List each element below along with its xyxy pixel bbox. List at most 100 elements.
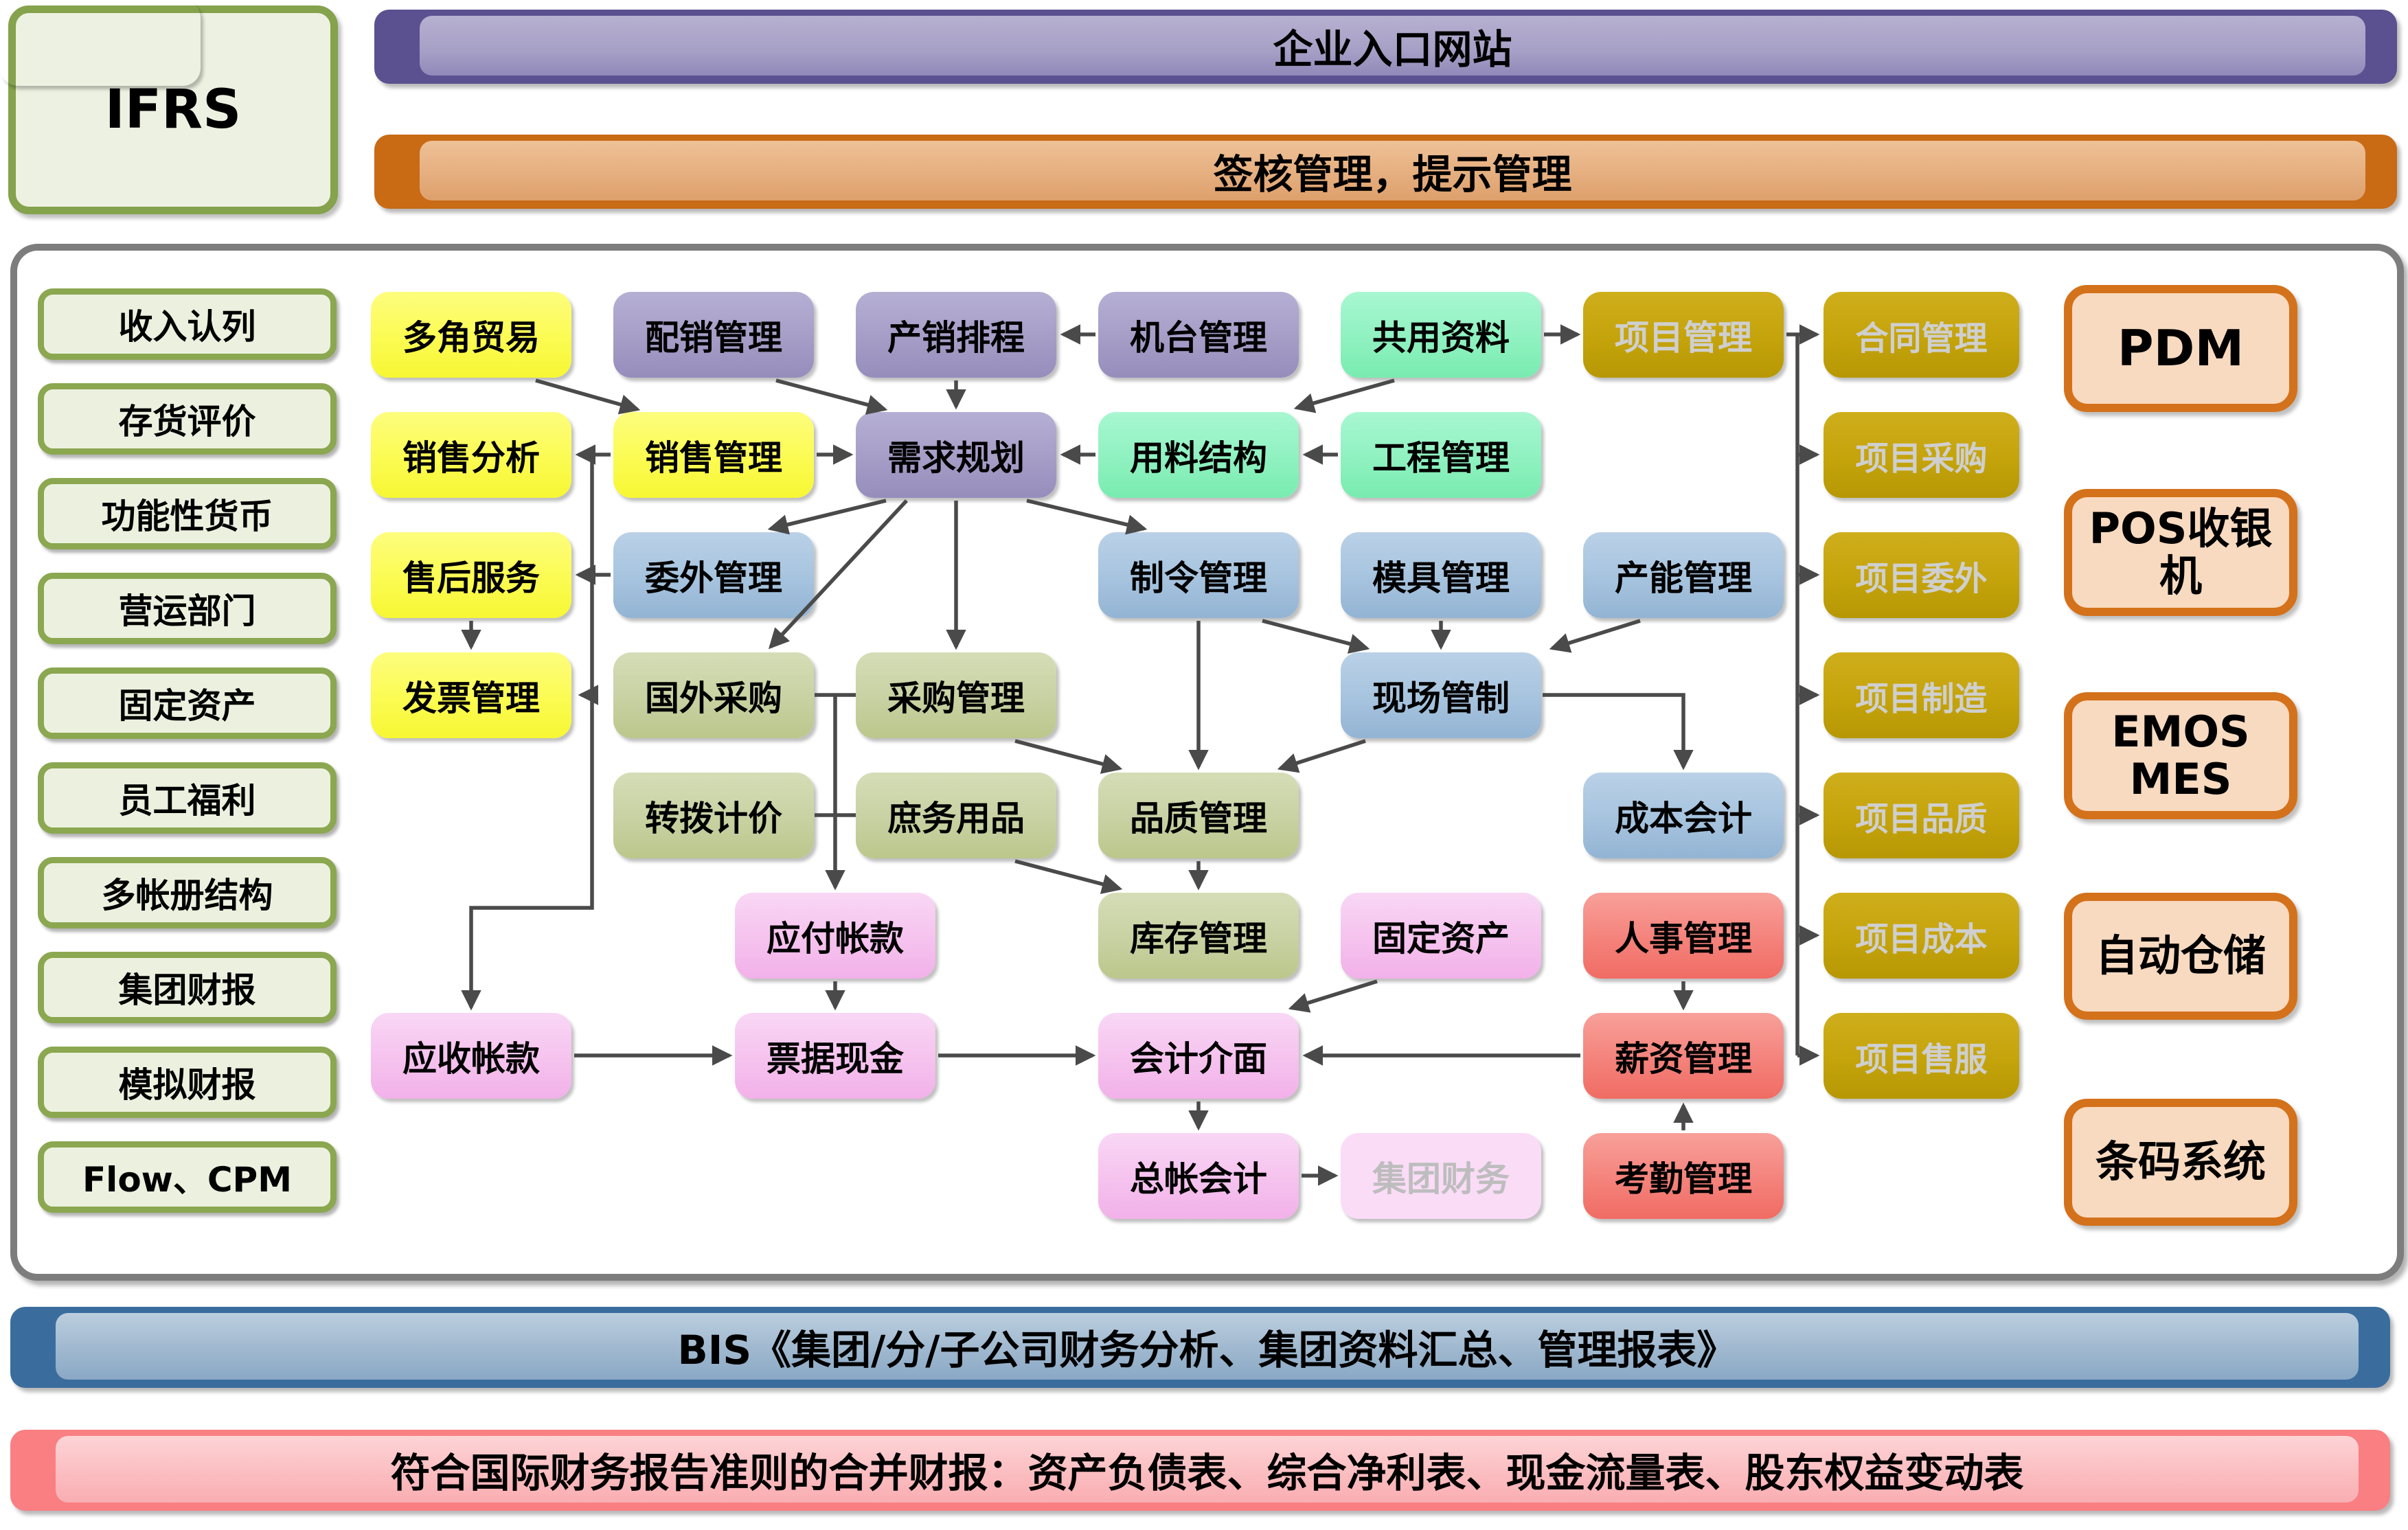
flow-box-label: 考勤管理 bbox=[1615, 1158, 1752, 1199]
ifrs-module-box: IFRS bbox=[8, 5, 338, 214]
left-item-inventory-valuation: 存货评价 bbox=[38, 383, 337, 455]
flow-box-label: 销售管理 bbox=[645, 437, 782, 478]
flow-box-label: 制令管理 bbox=[1130, 558, 1267, 598]
flow-box-label: 品质管理 bbox=[1130, 798, 1267, 838]
flow-box-label: 多角贸易 bbox=[402, 317, 540, 358]
flow-box-label: 库存管理 bbox=[1130, 918, 1267, 959]
flow-box-payroll-management: 薪资管理 bbox=[1583, 1013, 1784, 1099]
flow-box-label: 会计介面 bbox=[1130, 1038, 1267, 1079]
flow-box-bom-structure: 用料结构 bbox=[1098, 412, 1299, 498]
left-item-group-financial-report: 集团财报 bbox=[38, 952, 337, 1023]
banner-bis: BIS《集团/分/子公司财务分析、集团资料汇总、管理报表》 bbox=[10, 1307, 2390, 1388]
flow-box-demand-planning: 需求规划 bbox=[856, 412, 1056, 498]
flow-box-fixed-assets: 固定资产 bbox=[1341, 893, 1541, 979]
flow-box-transfer-pricing: 转拨计价 bbox=[613, 773, 814, 858]
flow-box-label: 成本会计 bbox=[1615, 798, 1752, 838]
left-item-fixed-assets: 固定资产 bbox=[38, 667, 337, 739]
flow-box-shop-floor-control: 现场管制 bbox=[1341, 652, 1541, 738]
left-item-operating-departments: 营运部门 bbox=[38, 573, 337, 644]
flow-box-mold-management: 模具管理 bbox=[1341, 532, 1541, 618]
flow-box-label: 采购管理 bbox=[887, 678, 1025, 718]
flow-box-label: 委外管理 bbox=[645, 558, 782, 598]
flow-box-label: 人事管理 bbox=[1615, 918, 1752, 959]
left-item-label: 多帐册结构 bbox=[101, 876, 273, 915]
flow-box-label: 集团财务 bbox=[1372, 1158, 1510, 1199]
flow-box-label: 应收帐款 bbox=[402, 1038, 540, 1079]
external-system-automated-warehouse: 自动仓储 bbox=[2064, 893, 2297, 1020]
flow-box-general-affairs-supplies: 庶务用品 bbox=[856, 773, 1056, 858]
flow-box-label: 发票管理 bbox=[402, 678, 540, 718]
flow-box-group-finance: 集团财务 bbox=[1341, 1133, 1541, 1219]
flow-box-attendance-management: 考勤管理 bbox=[1583, 1133, 1784, 1219]
ifrs-label: IFRS bbox=[104, 79, 242, 141]
flow-box-label: 销售分析 bbox=[402, 437, 540, 478]
flow-box-foreign-purchasing: 国外采购 bbox=[613, 652, 814, 738]
left-item-label: 员工福利 bbox=[118, 781, 256, 821]
flow-box-engineering-management: 工程管理 bbox=[1341, 412, 1541, 498]
flow-box-outsourcing-management: 委外管理 bbox=[613, 532, 814, 618]
flow-box-production-sales-scheduling: 产销排程 bbox=[856, 292, 1056, 378]
flow-box-label: 总帐会计 bbox=[1130, 1158, 1267, 1199]
flow-box-general-ledger: 总帐会计 bbox=[1098, 1133, 1299, 1219]
left-item-label: 营运部门 bbox=[118, 591, 256, 631]
flow-box-label: 共用资料 bbox=[1372, 317, 1510, 358]
flow-box-label: 产销排程 bbox=[887, 317, 1025, 358]
left-item-multi-ledger: 多帐册结构 bbox=[38, 857, 337, 928]
external-system-barcode: 条码系统 bbox=[2064, 1099, 2297, 1226]
flow-box-invoice-management: 发票管理 bbox=[371, 652, 571, 738]
external-system-label: EMOS MES bbox=[2111, 707, 2250, 804]
external-system-emos-mes: EMOS MES bbox=[2064, 692, 2297, 819]
flow-box-label: 票据现金 bbox=[766, 1038, 904, 1079]
flow-box-quality-management: 品质管理 bbox=[1098, 773, 1299, 858]
flow-box-accounts-receivable: 应收帐款 bbox=[371, 1013, 571, 1099]
project-item-label: 项目售服 bbox=[1855, 1040, 1988, 1079]
project-item-project-quality: 项目品质 bbox=[1824, 773, 2019, 858]
project-item-project-purchasing: 项目采购 bbox=[1824, 412, 2019, 498]
flow-box-accounts-payable: 应付帐款 bbox=[735, 893, 935, 979]
banner-ifrs-consolidated-report-label: 符合国际财务报告准则的合并财报：资产负债表、综合净利表、现金流量表、股东权益变动… bbox=[56, 1436, 2359, 1503]
left-item-label: 集团财报 bbox=[118, 970, 256, 1010]
flow-box-label: 产能管理 bbox=[1615, 558, 1752, 598]
left-item-simulated-financial-report: 模拟财报 bbox=[38, 1047, 337, 1118]
left-item-functional-currency: 功能性货币 bbox=[38, 478, 337, 549]
flow-box-sales-analysis: 销售分析 bbox=[371, 412, 571, 498]
project-item-project-cost: 项目成本 bbox=[1824, 893, 2019, 979]
project-item-label: 项目成本 bbox=[1855, 920, 1988, 959]
flow-box-label: 转拨计价 bbox=[645, 798, 782, 838]
flow-box-cost-accounting: 成本会计 bbox=[1583, 773, 1784, 858]
flow-box-inventory-management: 库存管理 bbox=[1098, 893, 1299, 979]
external-system-label: 自动仓储 bbox=[2095, 930, 2266, 981]
left-item-label: Flow、CPM bbox=[82, 1160, 292, 1200]
banner-ifrs-consolidated-report: 符合国际财务报告准则的合并财报：资产负债表、综合净利表、现金流量表、股东权益变动… bbox=[10, 1430, 2390, 1511]
flow-box-label: 配销管理 bbox=[645, 317, 782, 358]
flow-box-hr-management: 人事管理 bbox=[1583, 893, 1784, 979]
flow-box-label: 项目管理 bbox=[1615, 317, 1752, 358]
project-item-label: 项目采购 bbox=[1855, 439, 1988, 478]
flow-box-after-sales-service: 售后服务 bbox=[371, 532, 571, 618]
main-modules-panel bbox=[10, 244, 2404, 1281]
banner-approval-management-label: 签核管理，提示管理 bbox=[420, 141, 2365, 201]
flow-box-multi-trade: 多角贸易 bbox=[371, 292, 571, 378]
flow-box-work-order-management: 制令管理 bbox=[1098, 532, 1299, 618]
left-item-flow-cpm: Flow、CPM bbox=[38, 1141, 337, 1213]
left-item-label: 存货评价 bbox=[118, 402, 256, 442]
flow-box-label: 薪资管理 bbox=[1615, 1038, 1752, 1079]
flow-box-sales-management: 销售管理 bbox=[613, 412, 814, 498]
flow-box-capacity-management: 产能管理 bbox=[1583, 532, 1784, 618]
left-item-label: 模拟财报 bbox=[118, 1065, 256, 1105]
project-item-label: 合同管理 bbox=[1855, 319, 1988, 358]
external-system-label: PDM bbox=[2117, 319, 2245, 377]
project-item-project-after-service: 项目售服 bbox=[1824, 1013, 2019, 1099]
banner-enterprise-portal: 企业入口网站 bbox=[374, 10, 2397, 84]
flow-box-label: 工程管理 bbox=[1372, 437, 1510, 478]
flow-box-label: 固定资产 bbox=[1372, 918, 1510, 959]
flow-box-label: 模具管理 bbox=[1372, 558, 1510, 598]
external-system-pdm: PDM bbox=[2064, 285, 2297, 412]
project-item-project-outsourcing: 项目委外 bbox=[1824, 532, 2019, 618]
left-item-revenue-recognition: 收入认列 bbox=[38, 288, 337, 360]
project-item-project-manufacturing: 项目制造 bbox=[1824, 652, 2019, 738]
flow-box-purchasing-management: 采购管理 bbox=[856, 652, 1056, 738]
project-item-label: 项目制造 bbox=[1855, 679, 1988, 718]
flow-box-label: 庶务用品 bbox=[887, 798, 1025, 838]
